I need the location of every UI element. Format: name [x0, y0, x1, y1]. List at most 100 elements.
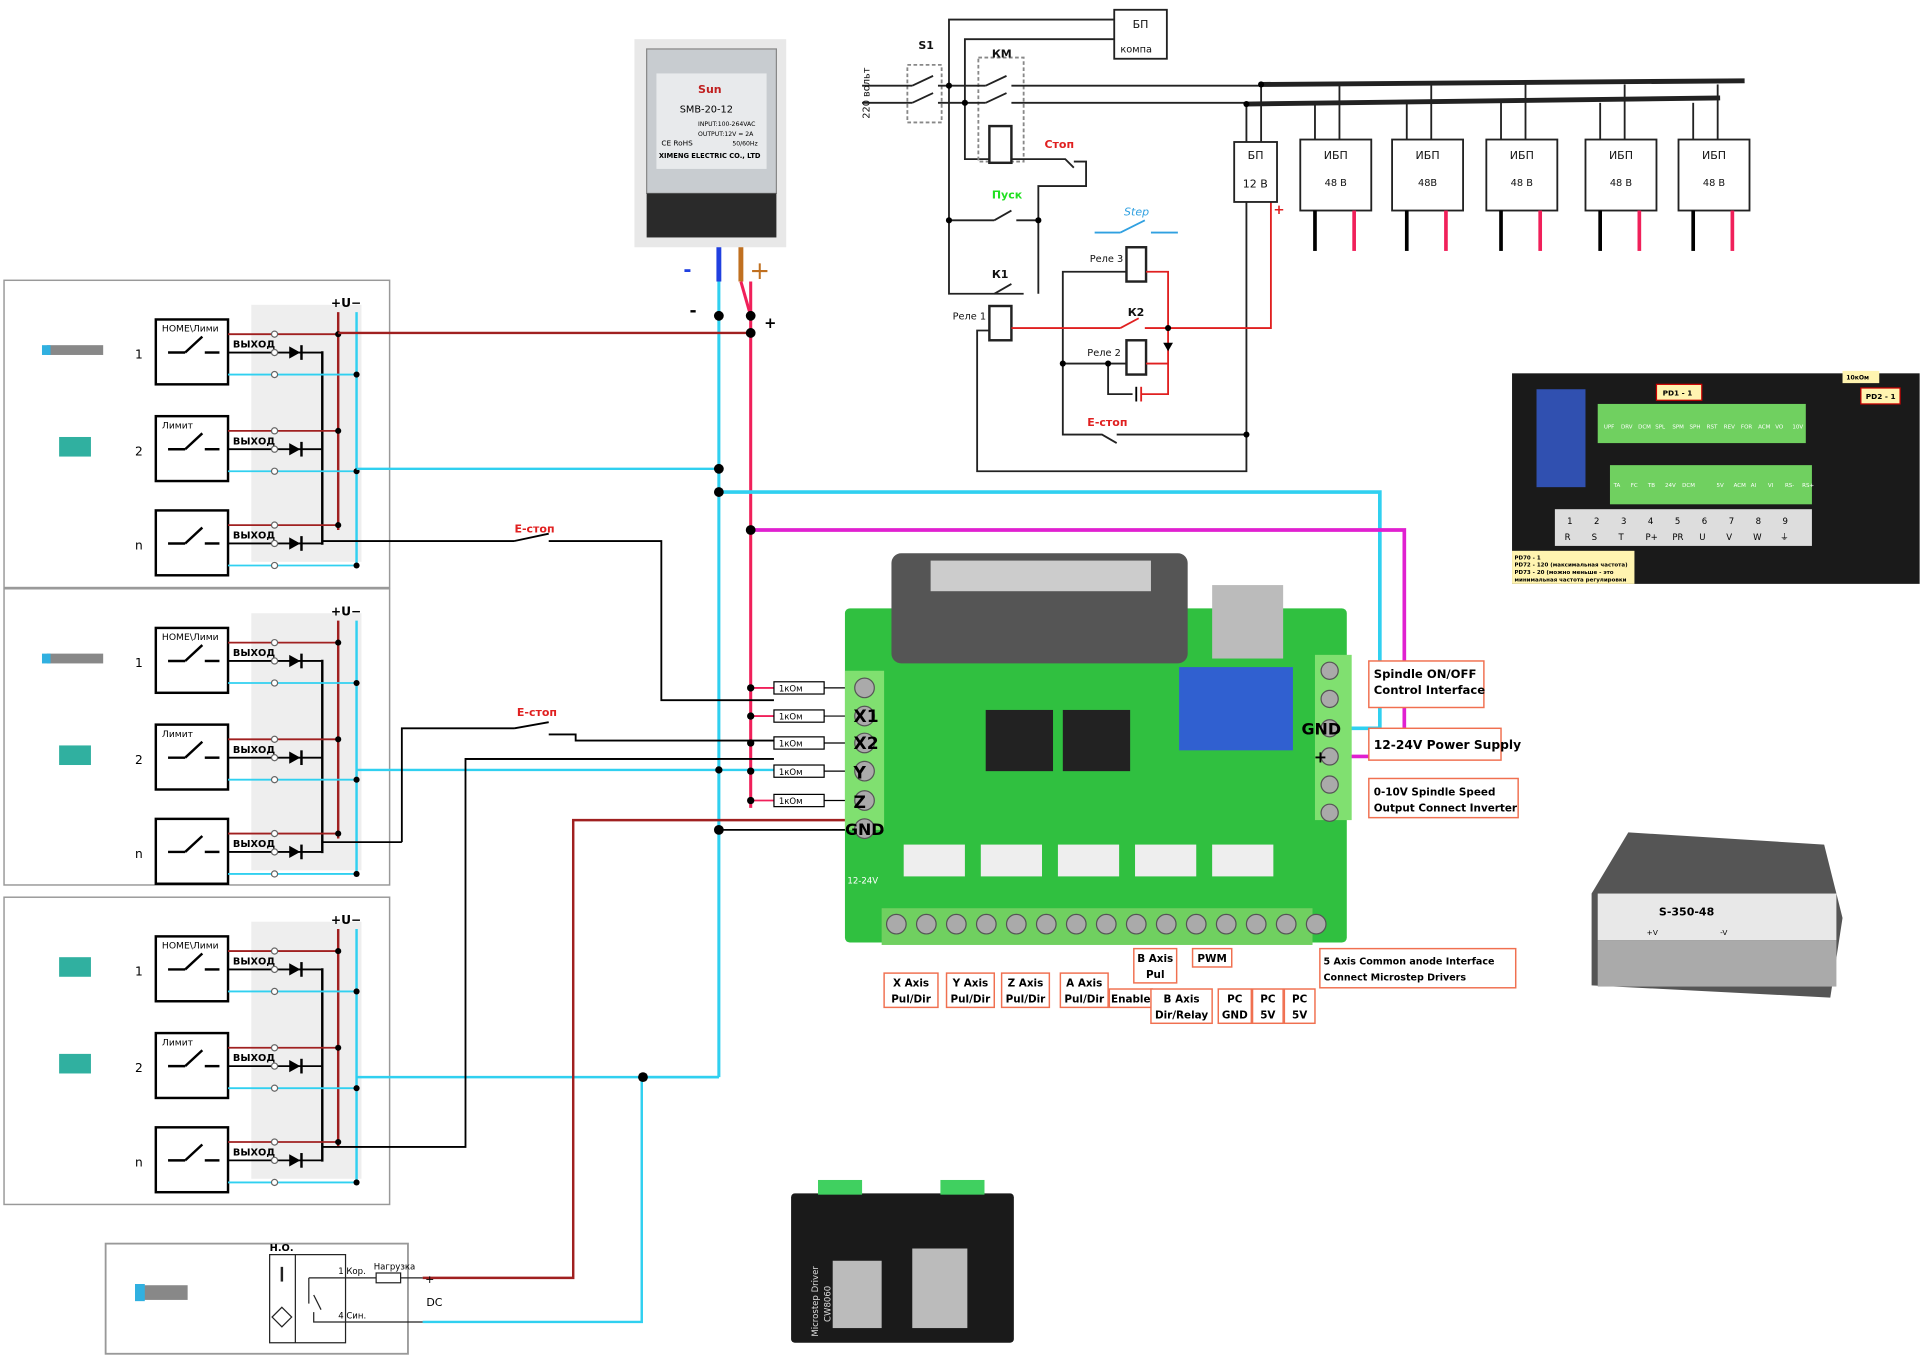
driver-connector: [1212, 844, 1274, 877]
output-label: ВЫХОД: [233, 531, 275, 542]
terminal: [270, 947, 279, 955]
screw-terminal: [1215, 913, 1237, 935]
inverter-terminal-label: RST: [1707, 424, 1718, 430]
power-terminal-number: 9: [1783, 517, 1788, 527]
psu48-minus: -V: [1720, 928, 1727, 937]
bp-pc-label-2: компа: [1120, 45, 1152, 56]
ups-voltage: 48 В: [1703, 178, 1726, 189]
ups-box: [1391, 138, 1464, 212]
node-minus-label: -: [689, 301, 696, 321]
axis-label: X Axis: [893, 978, 929, 990]
input-label-x2: X2: [854, 734, 879, 754]
screw-terminal: [885, 913, 907, 935]
axis-label: Z Axis: [1008, 978, 1044, 990]
inverter-note: PD70 - 1: [1514, 555, 1540, 561]
psu-maker: XIMENG ELECTRIC CO., LTD: [659, 152, 761, 160]
relay2-label: Реле 2: [1087, 348, 1121, 359]
ups-label: ИБП: [1510, 149, 1534, 162]
resistor-value: 1кОм: [779, 740, 803, 750]
inverter-terminal-label: DCM: [1682, 483, 1695, 489]
screw-terminal: [854, 818, 875, 840]
terminal: [270, 539, 279, 548]
mains-label: 220 вольт: [861, 67, 872, 119]
axis-label: A Axis: [1066, 978, 1102, 990]
junction: [335, 427, 342, 434]
sensor-label: HOME\Лими: [162, 632, 219, 643]
axis-label: B Axis: [1164, 993, 1200, 1005]
spindle-speed-box: [1368, 777, 1519, 819]
axis-label: Enable: [1111, 993, 1151, 1005]
axis-label-sub: 5V: [1292, 1009, 1307, 1021]
terminal: [270, 561, 279, 570]
node-plus-label: +: [764, 315, 776, 332]
psu-48v-photo: S-350-48 +V -V: [1591, 832, 1843, 998]
load-label: Нагрузка: [374, 1262, 416, 1272]
km-label: КМ: [992, 48, 1012, 61]
junction: [353, 562, 360, 569]
screw-terminal: [1065, 913, 1087, 935]
screw-terminal: [854, 760, 875, 782]
terminal: [270, 987, 279, 996]
ups-box: [1485, 138, 1559, 212]
axis-label-sub: Dir/Relay: [1155, 1009, 1208, 1021]
bp12-label: БП: [1248, 149, 1264, 162]
axis-label-box: [1133, 947, 1178, 984]
power-terminal-number: 8: [1756, 517, 1761, 527]
relay1-label: Реле 1: [953, 311, 987, 322]
junction: [335, 830, 342, 837]
resistor-10k-label: 10кОм: [1846, 374, 1869, 381]
junction: [335, 1138, 342, 1146]
sensor-label: Лимит: [162, 1037, 194, 1048]
power-terminal-label: ⏚: [1780, 532, 1789, 543]
psu-output: OUTPUT:12V = 2A: [698, 131, 754, 138]
sensor-number: 1: [135, 656, 143, 670]
s1-label: S1: [918, 39, 934, 52]
resistor-value: 1кОм: [779, 768, 803, 778]
axis-label-box: [1150, 988, 1213, 1025]
inverter-terminal-label: TB: [1647, 483, 1655, 489]
supply-label: +U−: [331, 296, 361, 310]
cylindrical-sensor-icon: [46, 345, 104, 355]
terminal: [270, 370, 279, 379]
resistor-value: 1кОм: [779, 797, 803, 807]
axis-label: B Axis: [1137, 953, 1173, 965]
terminal: [270, 445, 279, 453]
sensor-number: n: [135, 1155, 143, 1169]
resistor-value: 1кОм: [779, 713, 803, 723]
power-supply-label: 12-24V Power Supply: [1374, 738, 1521, 752]
psu48-model: S-350-48: [1659, 906, 1714, 919]
junction: [353, 371, 360, 378]
psu-model: SMB-20-12: [680, 105, 733, 116]
inverter-terminal-label: DCM: [1638, 424, 1651, 430]
power-terminal-label: S: [1592, 533, 1597, 543]
board-power-label: 12-24V: [847, 877, 878, 887]
stepper-driver-photo: Microstep Driver CW8060: [791, 1179, 1014, 1343]
terminal: [270, 657, 279, 665]
axis-label-sub: Pul/Dir: [951, 993, 992, 1005]
screw-terminal: [1305, 913, 1327, 935]
power-terminal-label: PR: [1672, 533, 1683, 543]
screw-terminal: [854, 732, 875, 754]
terminal: [270, 776, 279, 784]
output-label: ВЫХОД: [233, 957, 275, 968]
axis-label: Y Axis: [952, 978, 989, 990]
junction: [335, 639, 342, 646]
bp12-voltage: 12 В: [1243, 177, 1268, 190]
cylindrical-sensor-icon: [46, 653, 104, 664]
driver-connector: [1057, 844, 1120, 877]
control-schematic: [862, 8, 1751, 473]
gnd-terminal-label: GND: [1302, 719, 1342, 738]
terminal: [270, 521, 279, 529]
screw-terminal: [945, 913, 967, 935]
ups-voltage: 48В: [1418, 178, 1437, 189]
inductive-sensor-icon: [59, 1053, 91, 1074]
bp12-plus-label: +: [1273, 203, 1284, 218]
psu-brand: Sun: [698, 83, 722, 96]
ups-label: ИБП: [1416, 149, 1440, 162]
sensor-panels: +U−HOME\Лими1ВЫХОДЛимит2ВЫХОДnВЫХОД+U−HO…: [3, 279, 391, 1206]
inverter-terminal-label: VI: [1768, 483, 1774, 489]
